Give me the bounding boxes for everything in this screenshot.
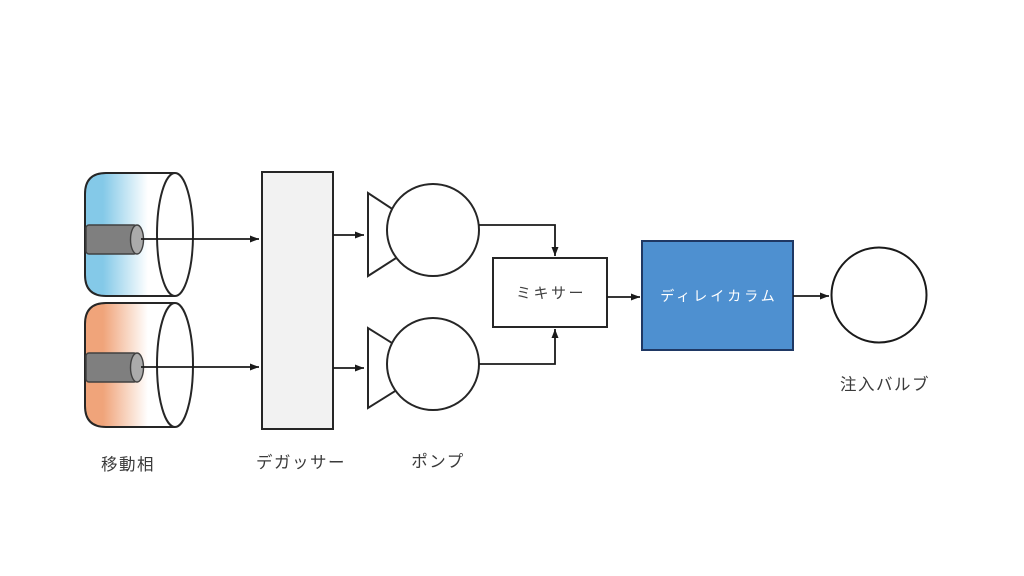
degasser-label: デガッサー — [256, 452, 346, 472]
mixer-label: ミキサー — [516, 285, 586, 302]
injection-valve-circle — [830, 246, 928, 344]
degasser-box — [261, 171, 334, 430]
injection-valve-label: 注入バルブ — [840, 374, 930, 394]
pump-b-circle — [386, 317, 480, 411]
delay-column-label: ディレイカラム — [660, 288, 778, 304]
pump-label: ポンプ — [411, 452, 465, 471]
mixer-box — [492, 257, 608, 328]
pump-a-circle — [386, 183, 480, 277]
bottle-b-suction-filter — [85, 352, 138, 383]
arrow-pump-b-to-mixer — [479, 329, 559, 365]
pump-b-symbol — [367, 317, 480, 411]
bottle-a-suction-filter — [85, 224, 138, 255]
mobile-phase-label: 移動相 — [101, 455, 155, 474]
mobile-phase-bottle-b — [84, 302, 259, 428]
pump-a-symbol — [367, 183, 480, 278]
arrow-pump-a-to-mixer — [479, 224, 559, 256]
bottle-a-mouth-ellipse — [156, 172, 194, 297]
bottle-b-mouth-ellipse — [156, 302, 194, 428]
mobile-phase-bottle-a — [84, 172, 259, 297]
delay-column-box — [641, 240, 794, 351]
